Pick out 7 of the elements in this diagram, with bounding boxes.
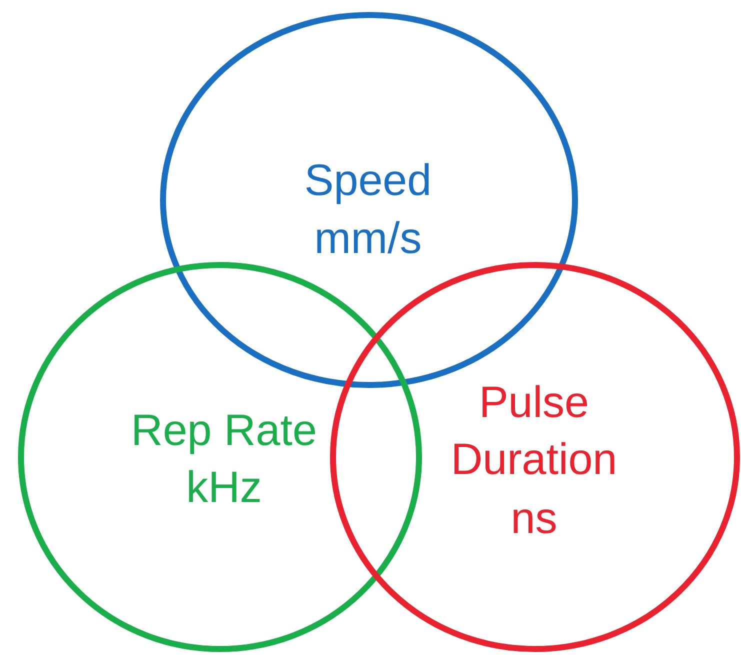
circle-label: kHz [185, 462, 263, 514]
venn-circle [18, 262, 422, 652]
circle-label: mm/s [313, 213, 423, 265]
circle-label: Speed [303, 155, 433, 207]
circle-label: Rep Rate [130, 405, 318, 457]
venn-circle [330, 262, 740, 652]
circle-label: ns [510, 493, 558, 545]
